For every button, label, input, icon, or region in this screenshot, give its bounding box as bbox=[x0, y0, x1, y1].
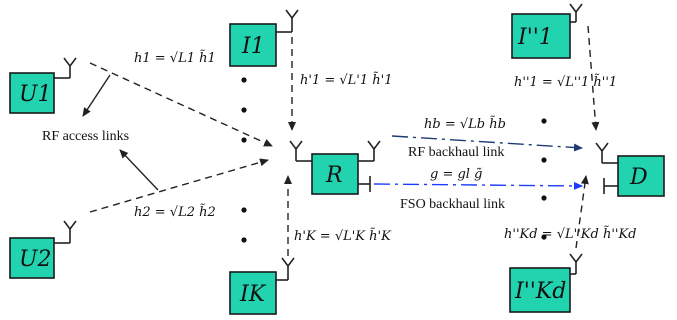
ellipsis-dots-right bbox=[541, 118, 547, 240]
node-ikd-dd: I''Kd bbox=[509, 253, 583, 313]
pointer-arrow-h1 bbox=[82, 74, 111, 117]
node-i1-dd: I''1 bbox=[511, 3, 583, 59]
node-i1: I1 bbox=[229, 9, 299, 67]
svg-text:R: R bbox=[325, 163, 343, 188]
equation-h-dprime-kd: h''Kd = √L''Kd h̃''Kd bbox=[504, 225, 637, 242]
link-rf-backhaul bbox=[391, 135, 583, 152]
pointer-arrow-h2 bbox=[119, 149, 159, 191]
link-ikd-dd-to-destination bbox=[575, 175, 589, 249]
label-rf-backhaul-link: RF backhaul link bbox=[408, 145, 504, 160]
antenna-icon bbox=[276, 9, 299, 33]
antenna-icon bbox=[569, 3, 583, 23]
node-u2-label: U2 bbox=[19, 247, 52, 272]
node-destination: D bbox=[595, 142, 665, 197]
node-ik: IK bbox=[229, 257, 295, 315]
equation-h2: h2 = √L2 h̃2 bbox=[134, 203, 216, 220]
node-u2: U2 bbox=[9, 220, 77, 279]
antenna-icon bbox=[54, 220, 77, 244]
antenna-icon bbox=[276, 257, 295, 281]
optical-transmitter-icon bbox=[358, 176, 371, 192]
svg-text:D: D bbox=[629, 165, 648, 190]
equation-h-prime-k: h'K = √L'K h̃'K bbox=[294, 227, 392, 244]
node-u1: U1 bbox=[9, 57, 77, 114]
equation-g: g = gl g̃ bbox=[430, 167, 482, 182]
svg-text:U1: U1 bbox=[19, 82, 52, 107]
antenna-icon bbox=[54, 57, 77, 79]
node-ikd-dd-label: I''Kd bbox=[514, 279, 566, 304]
equation-h1: h1 = √L1 h̃1 bbox=[134, 49, 216, 66]
svg-text:I''1: I''1 bbox=[517, 25, 553, 50]
antenna-icon bbox=[358, 140, 381, 162]
equation-hb: hb = √Lb h̃b bbox=[424, 115, 506, 132]
svg-text:I1: I1 bbox=[241, 34, 265, 59]
node-u1-label: U1 bbox=[19, 82, 52, 107]
label-fso-backhaul-link: FSO backhaul link bbox=[400, 197, 505, 212]
node-relay: R bbox=[289, 140, 381, 195]
node-relay-label: R bbox=[325, 163, 343, 188]
link-i1-dd-to-destination bbox=[587, 25, 600, 131]
svg-text:U2: U2 bbox=[19, 247, 52, 272]
link-u2-to-relay bbox=[89, 158, 269, 213]
equation-h-prime-1: h'1 = √L'1 h̃'1 bbox=[300, 71, 393, 88]
antenna-icon bbox=[569, 253, 583, 275]
svg-text:I''Kd: I''Kd bbox=[514, 279, 566, 304]
antenna-icon bbox=[289, 140, 312, 162]
node-i1-dd-label: I''1 bbox=[517, 25, 553, 50]
antenna-icon bbox=[595, 142, 618, 164]
link-u1-to-relay bbox=[89, 62, 273, 147]
node-i1-label: I1 bbox=[241, 34, 265, 59]
label-rf-access-links: RF access links bbox=[42, 129, 129, 144]
node-destination-label: D bbox=[629, 165, 648, 190]
equation-h-dprime-1: h''1 = √L''1 h̃''1 bbox=[514, 73, 617, 90]
photodetector-icon bbox=[603, 178, 618, 194]
ellipsis-dots-left bbox=[241, 77, 247, 243]
svg-text:IK: IK bbox=[239, 282, 267, 307]
node-ik-label: IK bbox=[239, 282, 267, 307]
link-fso-backhaul bbox=[373, 181, 583, 190]
